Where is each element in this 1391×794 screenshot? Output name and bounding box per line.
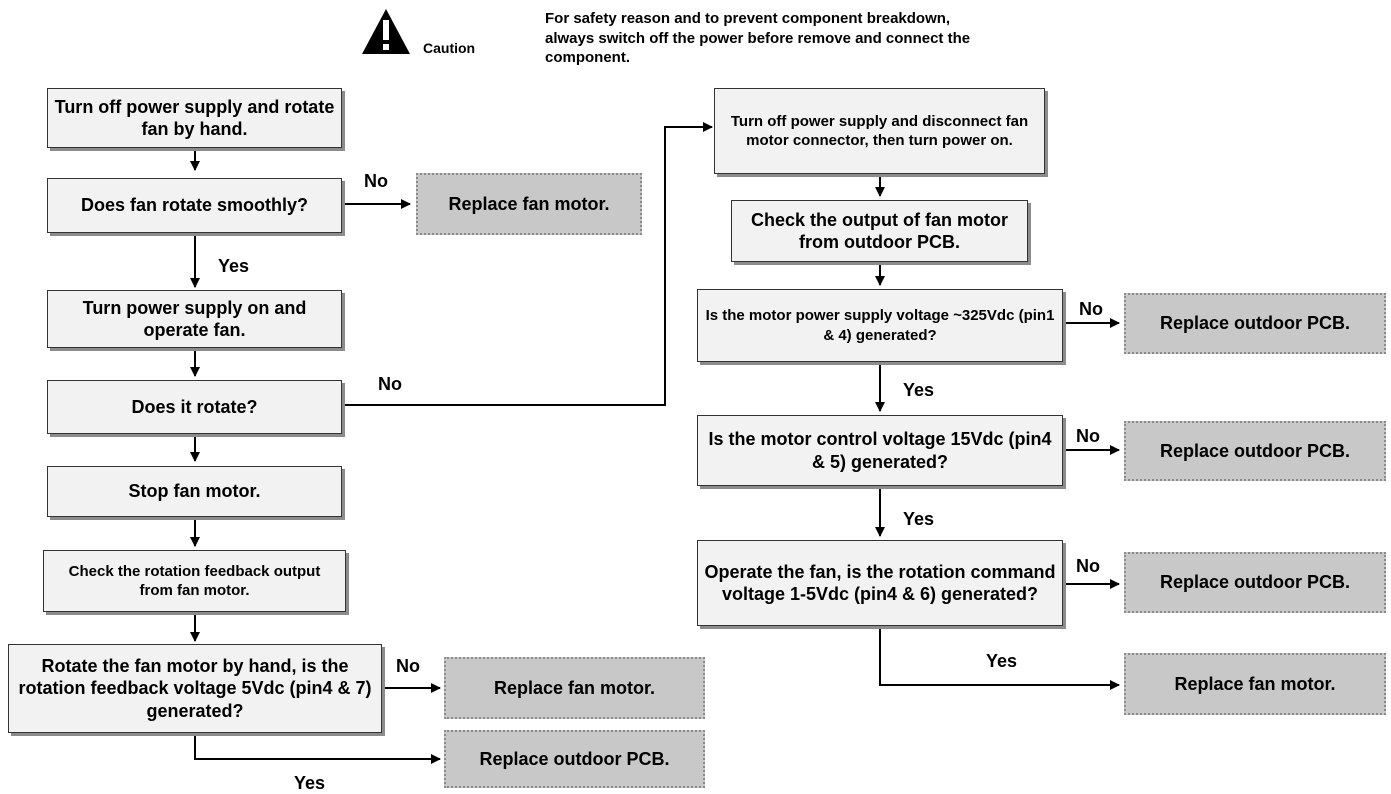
decision-power-supply-voltage: Is the motor power supply voltage ~325Vd… [697,289,1063,362]
step-disconnect-connector: Turn off power supply and disconnect fan… [714,88,1045,174]
step-turn-off-rotate: Turn off power supply and rotate fan by … [47,88,342,148]
label-no-q3: No [396,656,420,676]
caution-text: For safety reason and to prevent compone… [545,10,971,66]
label-no-q1: No [364,171,388,191]
arrow-q3-yes [194,733,441,764]
result-replace-outdoor-pcb-4: Replace outdoor PCB. [1124,552,1386,613]
step-check-feedback: Check the rotation feedback output from … [43,550,346,612]
step-check-output: Check the output of fan motor from outdo… [731,200,1028,262]
decision-does-it-rotate: Does it rotate? [47,380,342,434]
step-stop-fan-motor: Stop fan motor. [47,466,342,517]
result-replace-fan-motor-1: Replace fan motor. [416,173,642,235]
result-replace-fan-motor-2: Replace fan motor. [444,657,705,719]
result-replace-outdoor-pcb-2: Replace outdoor PCB. [1124,293,1386,354]
decision-feedback-voltage: Rotate the fan motor by hand, is the rot… [8,644,382,733]
label-yes-q1: Yes [218,256,250,276]
label-no-rq1: No [1079,299,1103,319]
decision-command-voltage: Operate the fan, is the rotation command… [697,540,1063,626]
label-yes-rq2: Yes [903,509,935,529]
arrow-q2-no [342,122,713,406]
label-yes-rq3: Yes [986,651,1018,671]
label-no-rq2: No [1076,426,1100,446]
step-turn-power-on: Turn power supply on and operate fan. [47,290,342,348]
label-no-rq3: No [1076,556,1100,576]
label-no-q2: No [378,374,402,394]
arrow-rq3-yes [879,626,1120,690]
result-replace-fan-motor-3: Replace fan motor. [1124,653,1386,715]
warning-icon [362,9,410,54]
decision-rotate-smoothly: Does fan rotate smoothly? [47,178,342,233]
label-yes-q3: Yes [294,773,326,793]
result-replace-outdoor-pcb-3: Replace outdoor PCB. [1124,421,1386,481]
caution-label: Caution [423,40,476,56]
result-replace-outdoor-pcb-1: Replace outdoor PCB. [444,730,705,788]
label-yes-rq1: Yes [903,380,935,400]
decision-control-voltage: Is the motor control voltage 15Vdc (pin4… [697,415,1063,486]
